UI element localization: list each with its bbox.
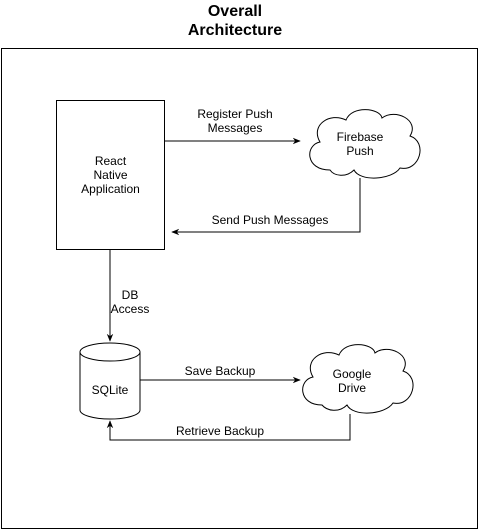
db-access-label: DB Access <box>110 288 150 316</box>
title-line-2: Architecture <box>187 22 283 39</box>
diagram-frame <box>1 48 478 529</box>
diagram-title: Overall Architecture <box>135 2 335 40</box>
send-push-label: Send Push Messages <box>211 213 329 227</box>
save-backup-label: Save Backup <box>184 364 256 378</box>
sqlite-label: SQLite <box>91 383 129 397</box>
react-native-app-label: React Native Application <box>81 154 140 196</box>
register-push-label: Register Push Messages <box>197 107 273 135</box>
google-drive-label: Google Drive <box>332 367 372 395</box>
retrieve-backup-label: Retrieve Backup <box>175 424 265 438</box>
react-native-app-box <box>56 100 165 250</box>
firebase-push-label: Firebase Push <box>336 130 384 158</box>
send-push-arrow <box>171 178 361 236</box>
retrieve-backup-arrow <box>106 414 351 441</box>
google-drive-cloud-shape <box>302 344 414 414</box>
sqlite-cylinder-shape <box>79 342 141 420</box>
firebase-cloud-shape <box>309 109 421 179</box>
title-line-1: Overall <box>207 3 263 20</box>
